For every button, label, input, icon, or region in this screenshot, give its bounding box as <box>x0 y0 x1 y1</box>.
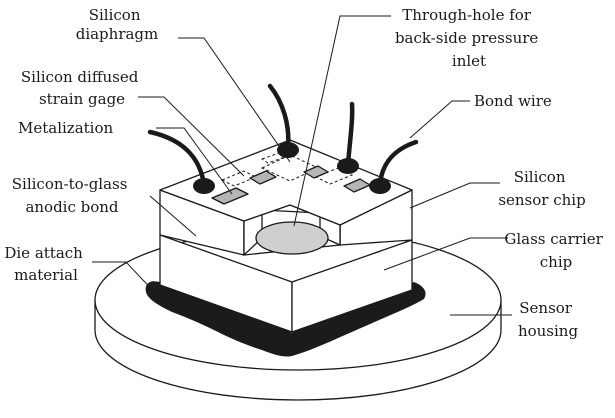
label-silicon-sensor-chip: Silicon sensor chip <box>498 168 585 209</box>
die-attach-material <box>145 281 426 357</box>
bond-pad <box>337 158 359 174</box>
bond-pad <box>369 178 391 194</box>
leader-silicon-sensor-chip <box>409 182 500 209</box>
leader-anodic-bond <box>149 195 197 237</box>
label-glass-carrier-chip: Glass carrier chip <box>504 230 607 271</box>
label-through-hole: Through-hole for back-side pressure inle… <box>395 6 543 70</box>
label-bond-wire: Bond wire <box>474 92 552 110</box>
bond-pad <box>193 178 215 194</box>
leader-strain-gage <box>138 96 245 177</box>
label-sensor-housing: Sensor housing <box>518 299 579 340</box>
bond-wires <box>147 83 419 194</box>
label-metalization: Metalization <box>18 119 114 137</box>
label-silicon-diffused-strain-gage: Silicon diffused strain gage <box>21 68 143 108</box>
leader-die-attach <box>92 261 159 297</box>
leader-lines <box>92 15 512 316</box>
leader-glass-carrier-chip <box>383 237 508 271</box>
leader-metalization <box>156 127 233 195</box>
glass-carrier-chip <box>159 234 413 333</box>
leader-bond-wire <box>409 100 470 139</box>
leader-silicon-diaphragm <box>178 37 291 163</box>
bond-pad <box>277 142 299 158</box>
label-silicon-diaphragm: Silicon diaphragm <box>76 6 159 43</box>
leader-through-hole <box>293 15 391 227</box>
label-silicon-to-glass-anodic-bond: Silicon-to-glass anodic bond <box>12 175 132 216</box>
label-die-attach-material: Die attach material <box>4 244 87 284</box>
